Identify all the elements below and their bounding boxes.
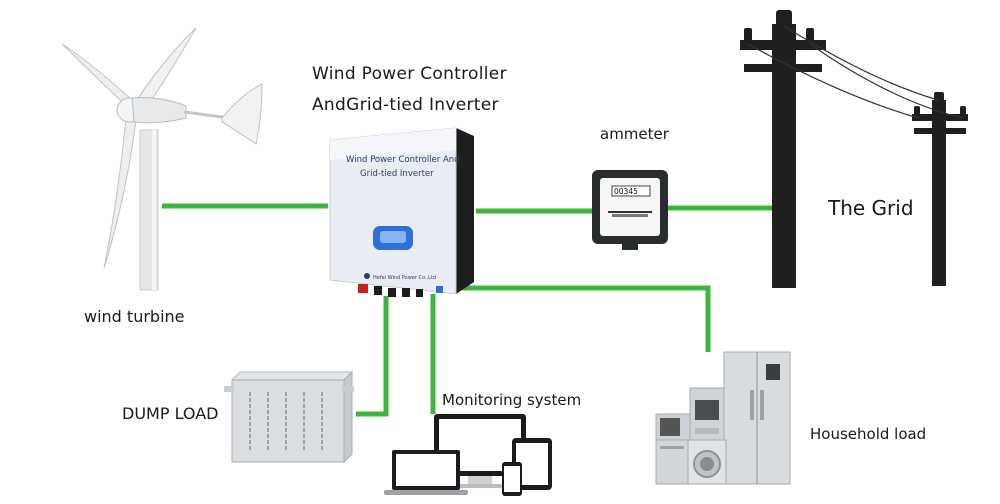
turbine-tail-vane [221, 83, 263, 145]
household-appliances [655, 351, 791, 485]
power-lines [747, 25, 963, 119]
household-load-label: Household load [810, 425, 927, 443]
turbine-nacelle [131, 97, 187, 124]
connection-lines [162, 203, 773, 417]
line-inverter-to-household [462, 285, 711, 352]
grid-pole-small [932, 100, 946, 286]
dump-load-label: DUMP LOAD [122, 404, 219, 423]
inverter-panel-text-1: Wind Power Controller And [346, 155, 460, 165]
ammeter-reading: 00345 [614, 187, 638, 196]
inverter-unit: Wind Power Controller And Grid-tied Inve… [329, 127, 474, 297]
controller-title-line2: AndGrid-tied Inverter [312, 95, 499, 115]
ammeter-device: 00345 [592, 170, 668, 250]
monitoring-devices [384, 414, 552, 496]
ammeter-display [611, 185, 651, 197]
turbine-blade-upper [131, 27, 197, 115]
grid-label: The Grid [828, 196, 914, 220]
dump-load-vents [249, 392, 323, 450]
turbine-blade-left [61, 43, 133, 109]
inverter-side-panel [456, 128, 474, 294]
wind-turbine [61, 27, 263, 291]
controller-title-line1: Wind Power Controller [312, 64, 507, 84]
inverter-panel-text-2: Grid-tied Inverter [360, 169, 434, 179]
monitoring-system-label: Monitoring system [442, 391, 582, 409]
line-inverter-to-dump-load [356, 296, 389, 417]
grid-poles [740, 10, 968, 288]
laptop-base [384, 490, 468, 495]
wind-turbine-label: wind turbine [84, 307, 185, 326]
dump-load-device [224, 370, 354, 464]
turbine-blade-lower [103, 117, 137, 269]
inverter-terminals [358, 284, 443, 297]
dump-load-body [231, 379, 345, 463]
inverter-display-screen [380, 231, 406, 243]
inverter-logo-icon [364, 273, 370, 279]
inverter-brand-text: Hefei Wind Power Co.,Ltd [373, 275, 436, 281]
ammeter-bottom-tab [622, 244, 638, 250]
ammeter-label: ammeter [600, 125, 669, 143]
